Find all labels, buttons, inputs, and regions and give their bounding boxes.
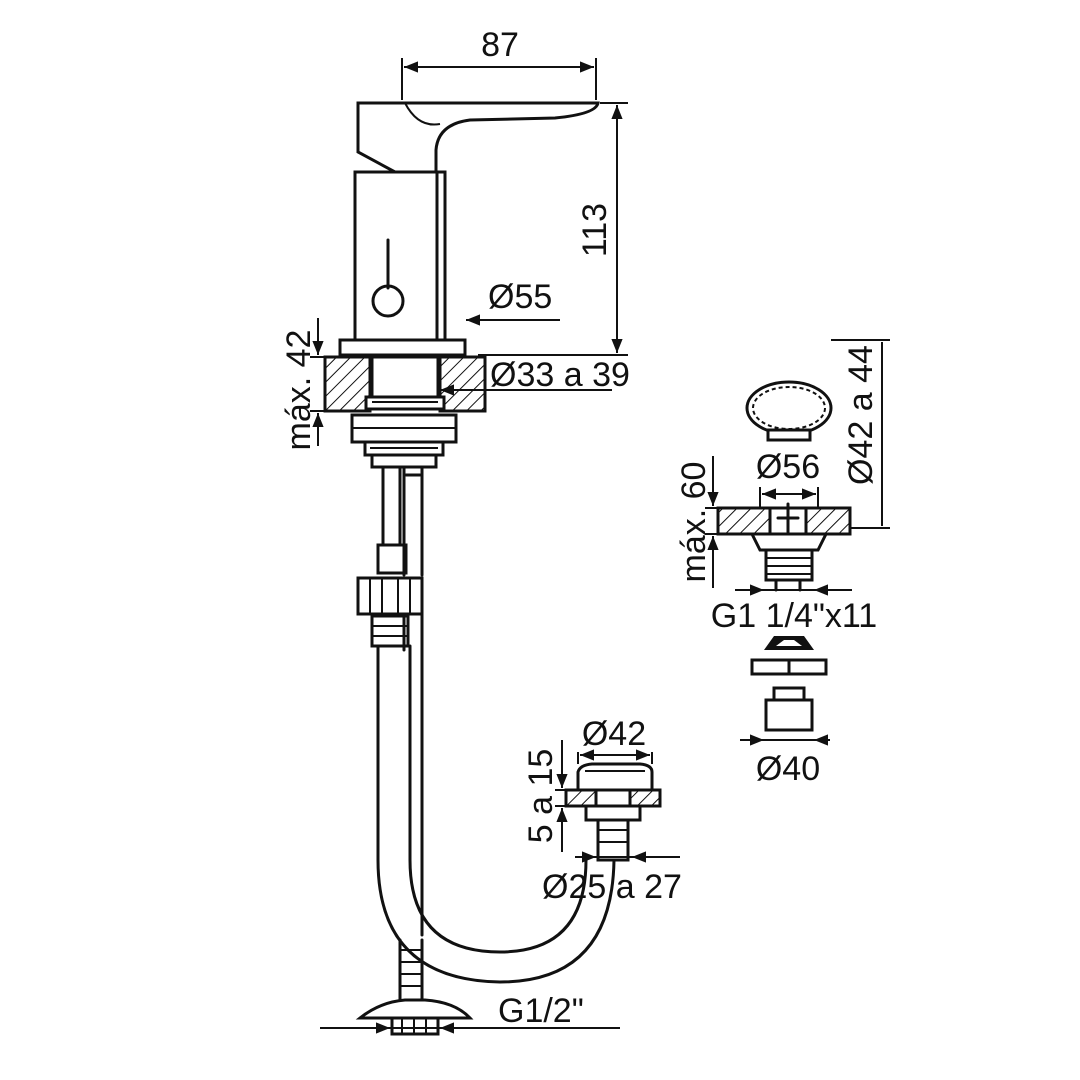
drain-cap (745, 380, 833, 442)
dimension-body-diameter: Ø55 (466, 278, 560, 326)
label-deck-main: máx. 42 (280, 330, 318, 451)
label-small-deck: 5 a 15 (522, 749, 560, 844)
faucet-body (353, 170, 447, 342)
label-inlet-thread: G1/2" (498, 992, 584, 1030)
label-drain-thread: G1 1/4"x11 (711, 597, 877, 635)
label-deck-drain: máx. 60 (675, 462, 713, 583)
dimension-deck-main: máx. 42 (280, 318, 330, 450)
deck-left (323, 355, 372, 413)
faucet-main (323, 101, 616, 1036)
dimension-small-hole: Ø25 a 27 (542, 851, 682, 906)
dimension-inlet-thread: G1/2" (320, 992, 620, 1034)
dimension-tail: Ø40 (740, 734, 830, 788)
label-flange: Ø56 (756, 448, 820, 486)
label-cap: Ø42 a 44 (842, 345, 880, 485)
dimension-handle-length: 87 (401, 26, 597, 100)
label-body-height: 113 (576, 203, 614, 257)
supply-flange (564, 762, 662, 862)
dimension-flange: Ø56 (756, 448, 820, 508)
label-handle-length: 87 (481, 26, 519, 64)
dimension-cap: Ø42 a 44 (822, 339, 890, 529)
drain-body (716, 502, 852, 592)
label-small-hole: Ø25 a 27 (542, 868, 682, 906)
inlet-nut (355, 998, 474, 1020)
keyhole-icon (371, 238, 405, 318)
deck-right (438, 355, 487, 413)
dimension-deck-drain: máx. 60 (675, 456, 722, 588)
faucet-base (338, 338, 467, 357)
label-body-diameter: Ø55 (488, 278, 552, 316)
flexible-hoses (356, 465, 616, 1002)
drain-parts (750, 636, 828, 732)
dimension-hole-main: Ø33 a 39 (440, 356, 630, 396)
dimension-small-flange: Ø42 (577, 715, 653, 764)
hose-coupling (356, 576, 424, 616)
label-tail: Ø40 (756, 750, 820, 788)
label-small-flange: Ø42 (582, 715, 646, 753)
label-hole-main: Ø33 a 39 (490, 356, 630, 394)
dimension-drain-thread: G1 1/4"x11 (711, 584, 877, 635)
dimension-small-deck: 5 a 15 (522, 740, 570, 852)
dimension-body-height: 113 (478, 102, 628, 356)
faucet-handle (356, 101, 600, 174)
